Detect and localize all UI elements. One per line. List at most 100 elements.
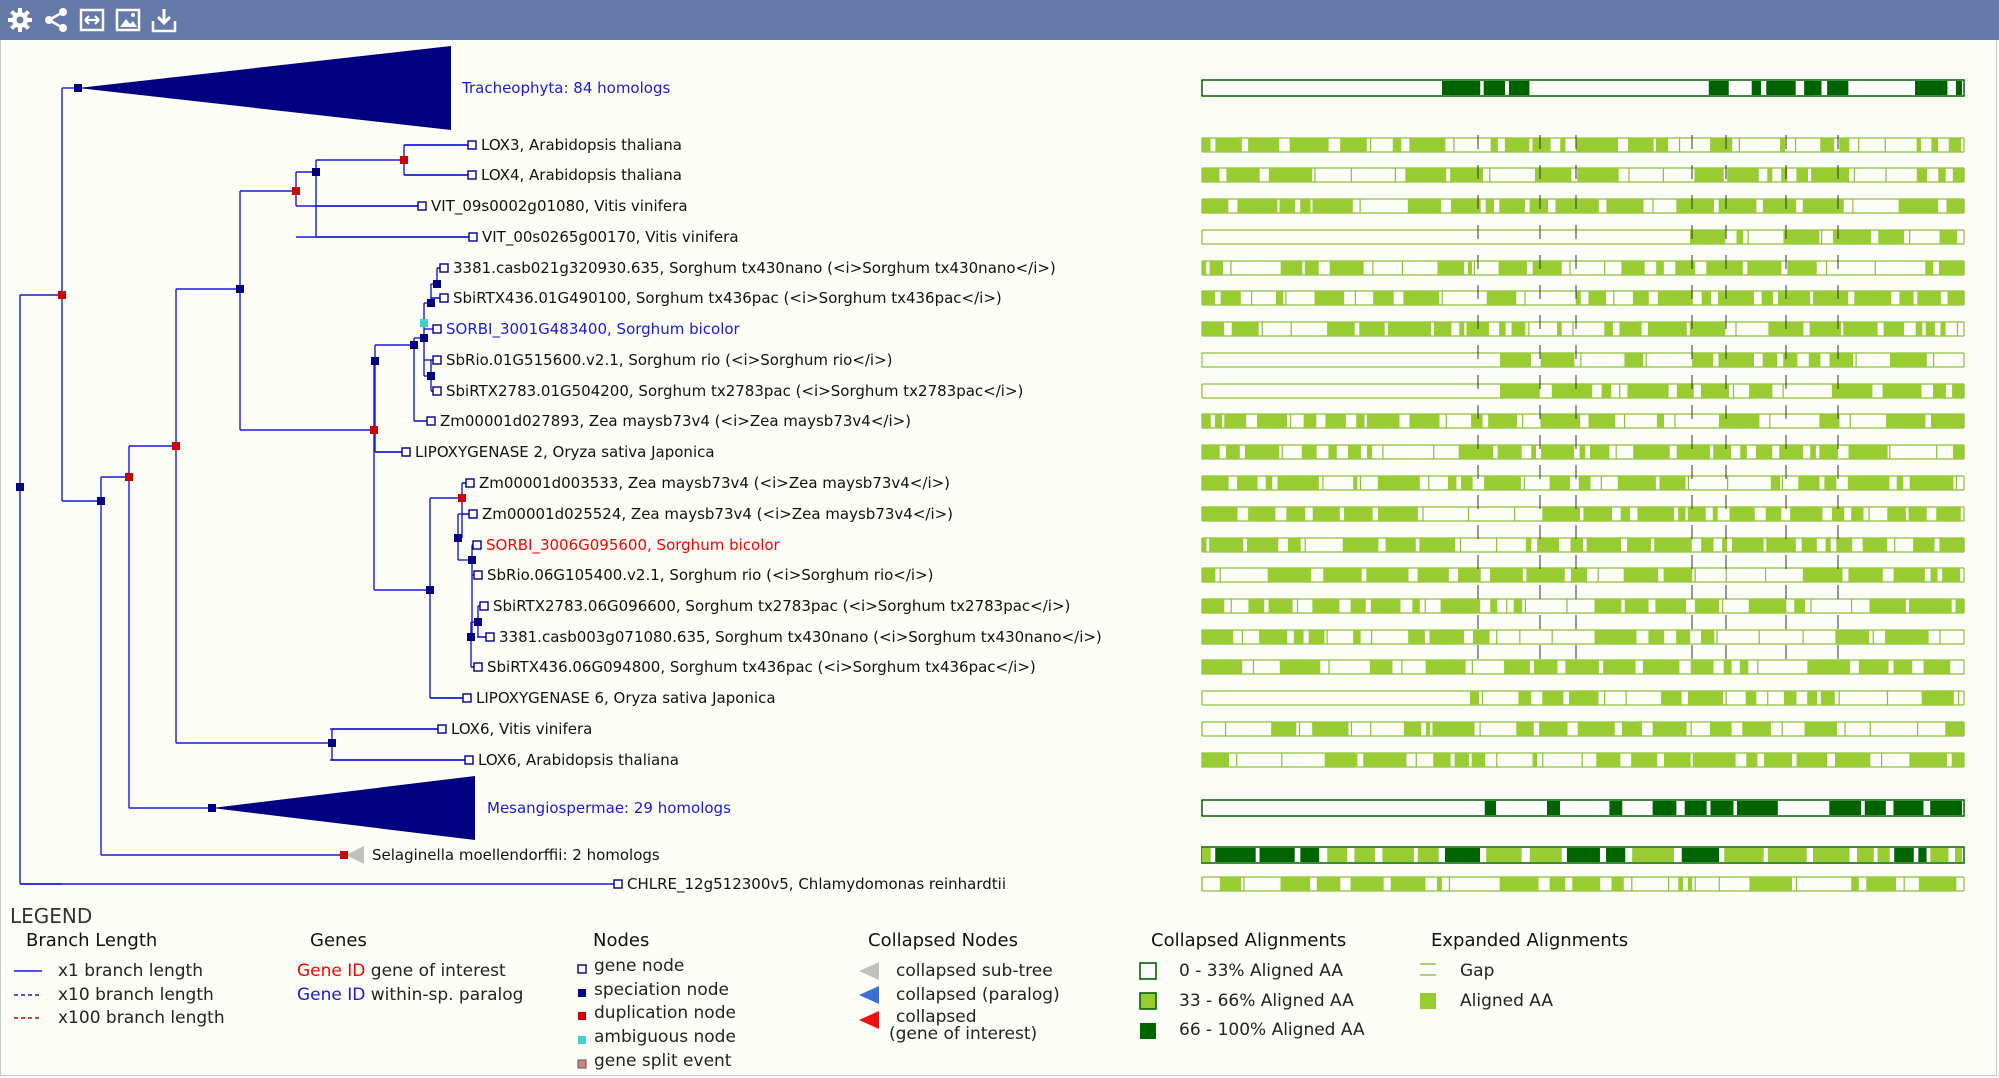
aligned-aa-block xyxy=(1488,414,1517,428)
aligned-aa-block xyxy=(1387,322,1432,336)
alignment-block xyxy=(1853,81,1876,95)
gene-label: LOX6, Arabidopsis thaliana xyxy=(478,751,679,769)
gene-node xyxy=(485,632,495,642)
aligned-aa-block xyxy=(1280,877,1311,891)
export-image-icon[interactable] xyxy=(114,6,142,34)
aligned-aa-block xyxy=(1499,877,1539,891)
aligned-aa-block xyxy=(1925,261,1934,275)
aligned-aa-block xyxy=(1549,877,1566,891)
genes-heading: Genes xyxy=(310,930,367,951)
aligned-aa-block xyxy=(1586,538,1622,552)
alignment-block xyxy=(1827,81,1849,95)
aligned-aa-block xyxy=(1350,599,1366,613)
aligned-aa-block xyxy=(1529,199,1549,213)
aligned-aa-block xyxy=(1568,691,1599,705)
aligned-aa-block xyxy=(1689,322,1726,336)
aligned-aa-block xyxy=(1248,507,1276,521)
aligned-aa-block xyxy=(1237,199,1278,213)
aligned-aa-block xyxy=(1377,507,1418,521)
aligned-aa-block xyxy=(1952,445,1964,459)
aligned-aa-block xyxy=(1202,753,1229,767)
aligned-aa-block xyxy=(1858,660,1889,674)
aligned-aa-block xyxy=(1829,353,1854,367)
aligned-aa-block xyxy=(1500,384,1540,398)
aligned-aa-block xyxy=(1676,384,1694,398)
aligned-aa-block xyxy=(1551,384,1593,398)
aligned-aa-block xyxy=(1575,138,1619,152)
gene-label: Zm00001d025524, Zea maysb73v4 (<i>Zea ma… xyxy=(482,505,953,523)
aligned-aa-block xyxy=(1678,507,1686,521)
alignment-block xyxy=(1930,848,1949,862)
aligned-aa-block xyxy=(1485,199,1495,213)
aligned-aa-block xyxy=(1328,445,1337,459)
aligned-aa-block xyxy=(1570,538,1584,552)
aligned-aa-block xyxy=(1500,353,1531,367)
aligned-aa-block xyxy=(1918,877,1957,891)
legend-gene-split-event: gene split event xyxy=(594,1051,732,1071)
fit-to-screen-icon[interactable] xyxy=(78,6,106,34)
aligned-aa-block xyxy=(1889,353,1927,367)
download-icon[interactable] xyxy=(150,6,178,34)
aligned-aa-block xyxy=(1802,568,1843,582)
aligned-aa-block xyxy=(1913,538,1935,552)
legend-collapsed-interest-sub: (gene of interest) xyxy=(889,1024,1038,1044)
alignment-block xyxy=(1829,801,1862,815)
aligned-aa-block xyxy=(1316,877,1341,891)
alignment-block xyxy=(1259,848,1295,862)
aligned-aa-block xyxy=(1433,753,1451,767)
aligned-aa-block xyxy=(1534,168,1572,182)
aligned-aa-block xyxy=(1471,414,1483,428)
aligned-aa-block xyxy=(1851,507,1864,521)
aligned-aa-block xyxy=(1327,322,1355,336)
aligned-aa-block xyxy=(1497,445,1522,459)
gene-node xyxy=(468,232,478,242)
aligned-aa-block xyxy=(1275,291,1284,305)
speciation-node xyxy=(328,739,336,747)
aligned-aa-block xyxy=(1202,630,1234,644)
aligned-aa-block xyxy=(1248,138,1280,152)
aligned-aa-block xyxy=(1882,384,1922,398)
aligned-aa-block xyxy=(1202,291,1216,305)
aligned-aa-block xyxy=(1314,291,1345,305)
aligned-aa-block xyxy=(1690,230,1726,244)
legend-aligned-aa: Aligned AA xyxy=(1460,991,1554,1011)
aligned-aa-block xyxy=(1280,261,1303,275)
alignment-block xyxy=(1930,801,1962,815)
aligned-aa-block xyxy=(1755,445,1773,459)
aligned-aa-block xyxy=(1627,538,1651,552)
aligned-aa-block xyxy=(1624,599,1649,613)
gene-label: 3381.casb021g320930.635, Sorghum tx430na… xyxy=(453,259,1056,277)
aligned-aa-block xyxy=(1896,476,1904,490)
settings-icon[interactable] xyxy=(6,6,34,34)
aligned-aa-block xyxy=(1690,660,1714,674)
aligned-aa-block xyxy=(1312,722,1349,736)
aligned-aa-block xyxy=(1854,291,1892,305)
aligned-aa-block xyxy=(1367,445,1373,459)
aligned-aa-block xyxy=(1945,722,1964,736)
aligned-aa-block xyxy=(1809,322,1842,336)
aligned-aa-block xyxy=(1202,199,1229,213)
aligned-aa-block xyxy=(1225,445,1240,459)
aligned-aa-block xyxy=(1621,261,1645,275)
alignment-block xyxy=(1521,801,1542,815)
aligned-aa-block xyxy=(1780,138,1785,152)
aligned-aa-block xyxy=(1594,599,1622,613)
aligned-aa-block xyxy=(1437,261,1465,275)
aligned-aa-block xyxy=(1931,414,1964,428)
aligned-aa-block xyxy=(1532,753,1538,767)
legend-x100-branch: x100 branch length xyxy=(58,1008,225,1028)
aligned-aa-block xyxy=(1740,445,1747,459)
aligned-aa-block xyxy=(1312,199,1353,213)
alignment-block xyxy=(1588,81,1606,95)
aligned-aa-block xyxy=(1617,476,1656,490)
aligned-aa-block xyxy=(1694,168,1724,182)
aligned-aa-block xyxy=(1555,199,1599,213)
alignment-block xyxy=(1546,801,1561,815)
aligned-aa-block xyxy=(1202,414,1211,428)
duplication-node xyxy=(292,187,300,195)
aligned-aa-block xyxy=(1279,199,1296,213)
share-icon[interactable] xyxy=(42,6,70,34)
gene-node xyxy=(473,570,483,580)
collapsed-node-swatches xyxy=(859,962,879,1029)
aligned-aa-block xyxy=(1781,168,1788,182)
